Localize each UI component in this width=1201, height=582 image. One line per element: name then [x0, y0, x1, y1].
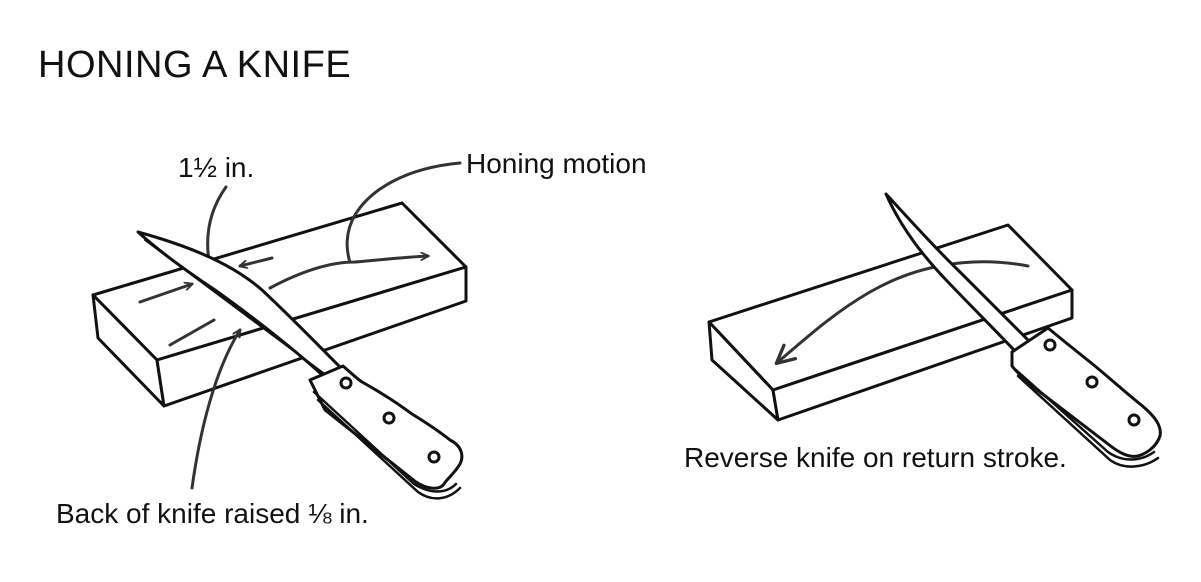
left-sharpening-stone: [91, 201, 468, 408]
blade-width-label: 1½ in.: [178, 152, 255, 183]
left-honing-strokes: [138, 256, 428, 347]
honing-motion-leader: [345, 161, 462, 264]
back-raised-leader: [190, 330, 242, 490]
back-raised-label: Back of knife raised ⅛ in.: [56, 498, 369, 529]
right-sharpening-stone: [707, 223, 1074, 422]
return-stroke-arrow: [774, 260, 1030, 366]
reverse-stroke-label: Reverse knife on return stroke.: [684, 442, 1067, 473]
page-title: HONING A KNIFE: [38, 44, 352, 86]
left-knife: [136, 230, 464, 500]
honing-motion-label: Honing motion: [466, 148, 647, 179]
right-knife: [884, 192, 1162, 468]
